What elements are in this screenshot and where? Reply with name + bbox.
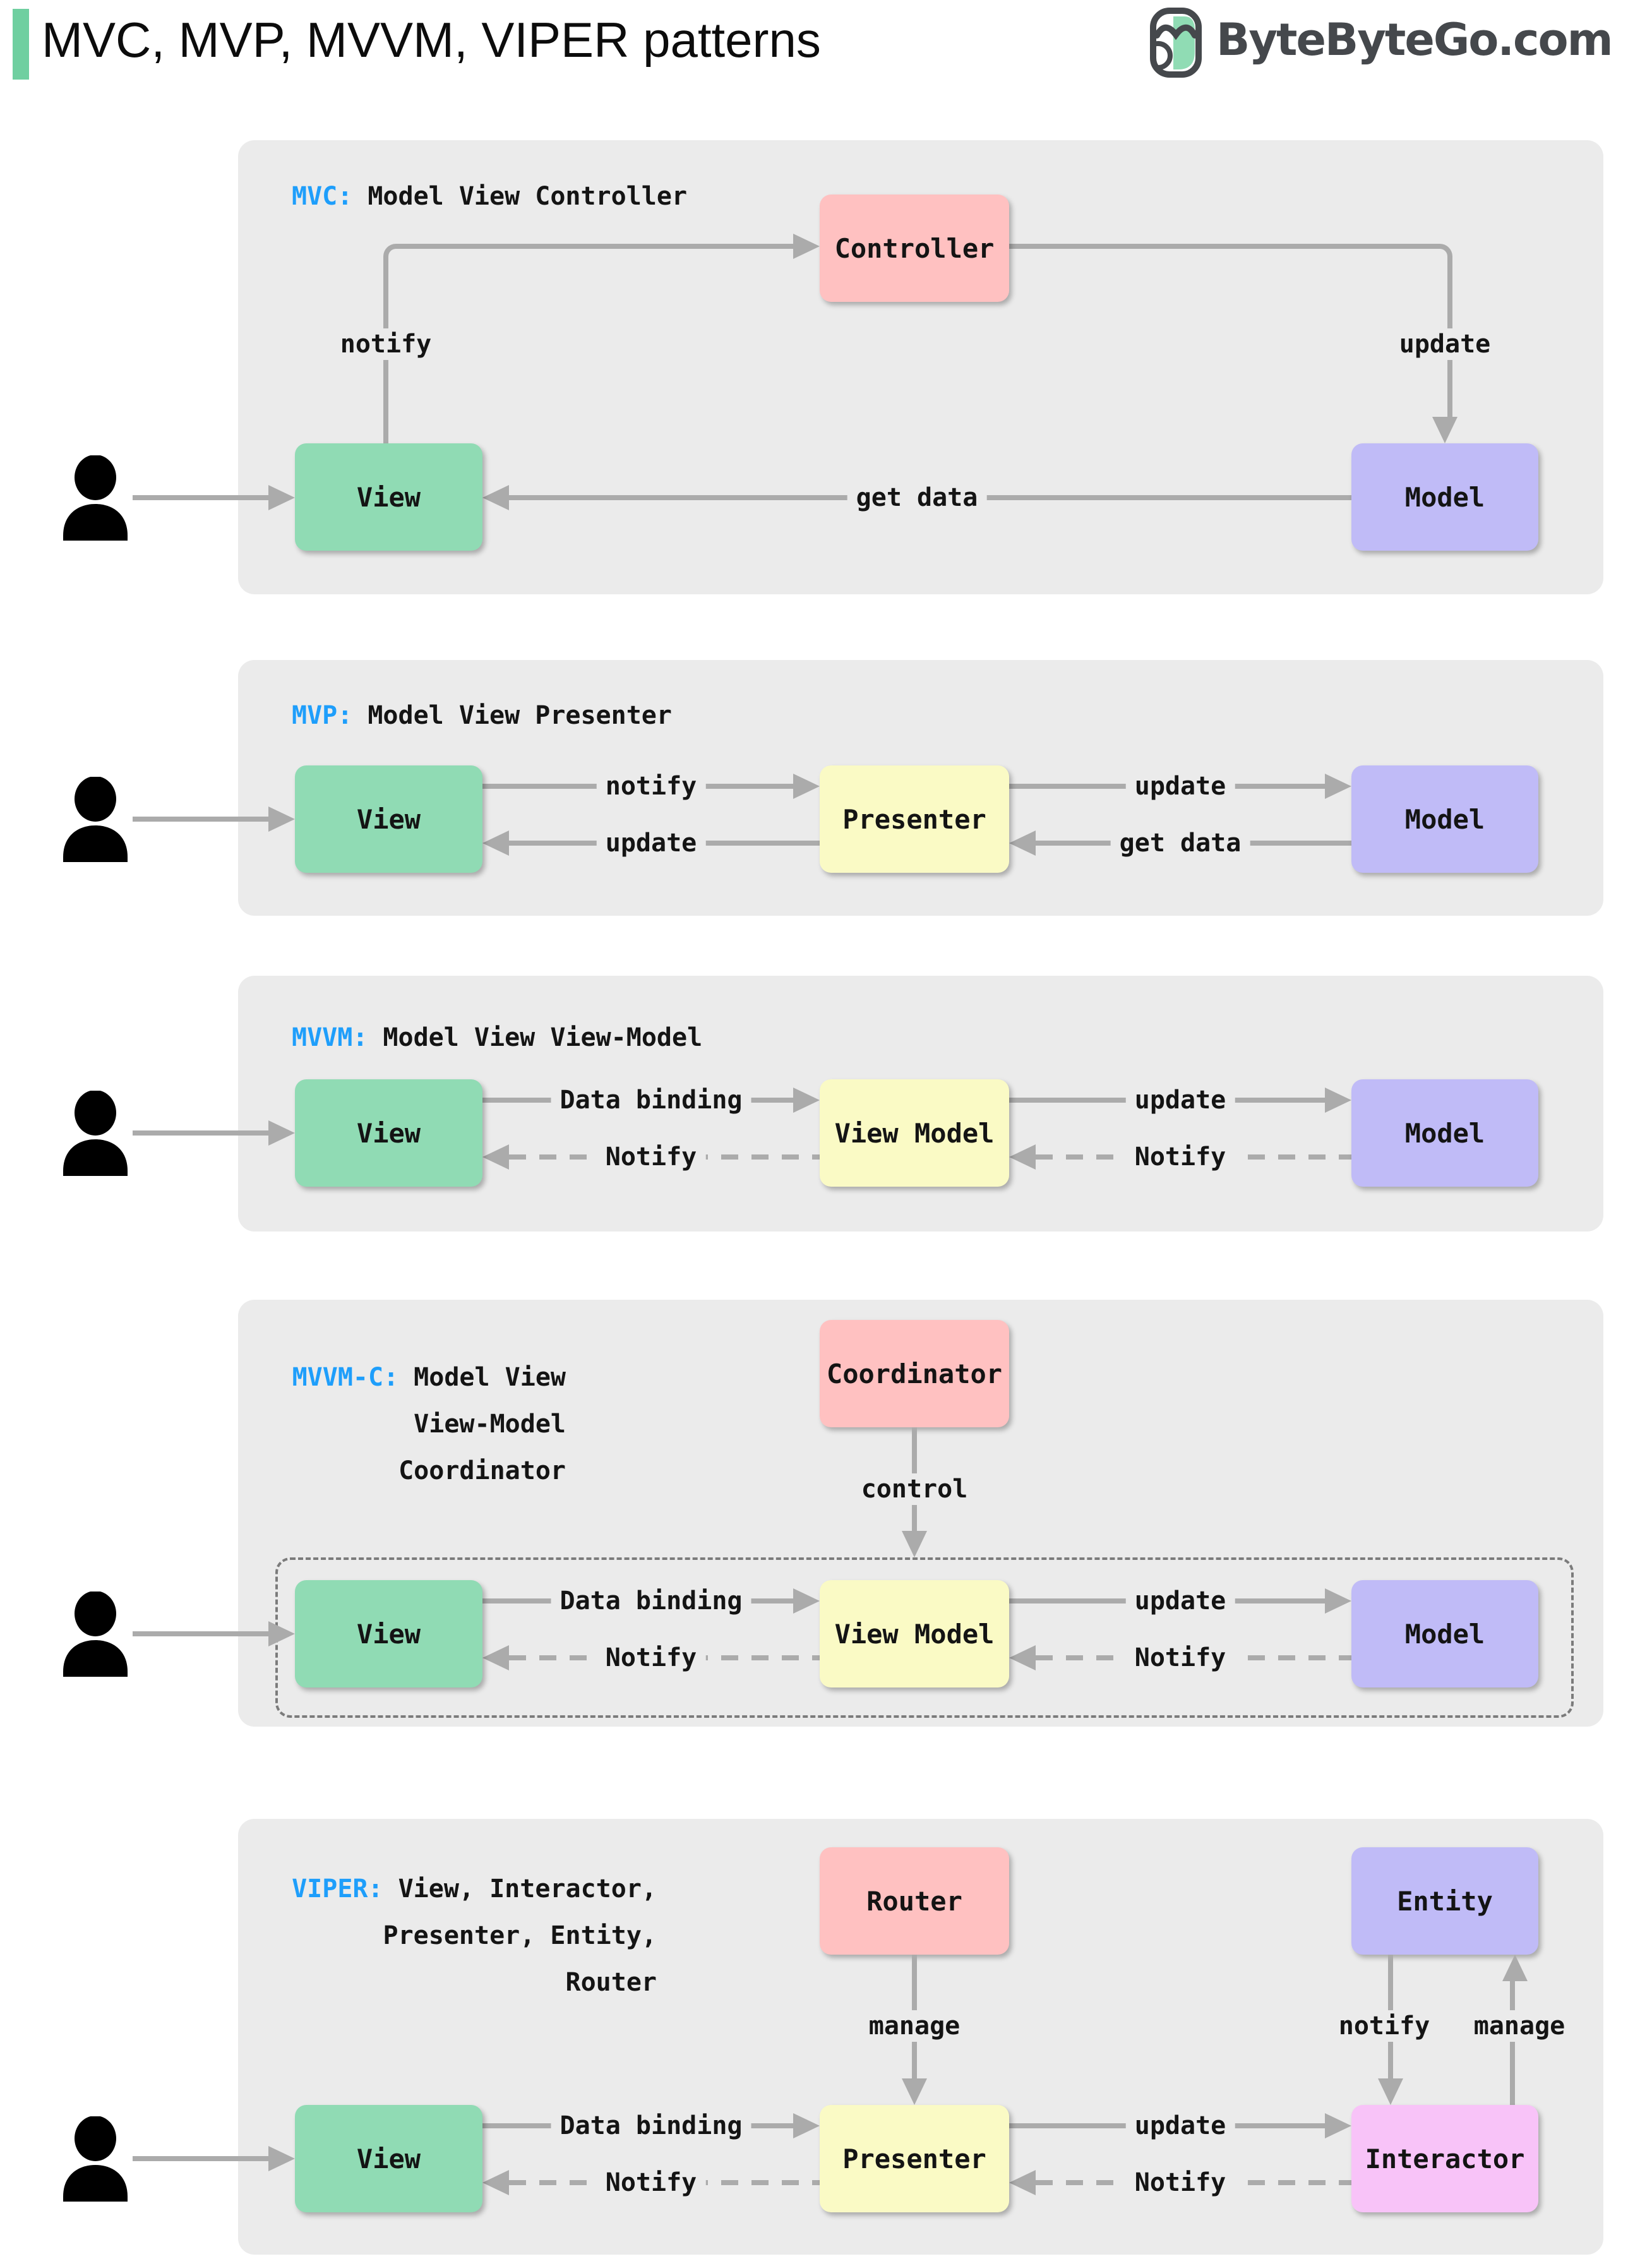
mvvmc-control-label: control [852, 1473, 977, 1505]
box-coordinator: Coordinator [820, 1320, 1009, 1427]
mvvm-notify-viewmodel-label: Notify [1125, 1141, 1235, 1173]
user-icon-mvp [63, 777, 128, 862]
box-presenter-mvp: Presenter [820, 765, 1009, 873]
arrowhead-into-viewmodel-c [793, 1588, 820, 1614]
arrowhead-notify-presenter [1009, 2170, 1036, 2195]
arrowhead-control [902, 1531, 927, 1557]
box-model-mvp: Model [1351, 765, 1538, 873]
viper-manage-label: manage [859, 2010, 969, 2042]
user-arrow-line-mvp [133, 817, 268, 822]
user-arrow-line-mvvmc [133, 1631, 268, 1636]
mvvm-title: MVVM:Model View View-Model [292, 1023, 703, 1052]
mvc-update-connector [1009, 244, 1452, 422]
box-viewmodel-mvvmc: View Model [820, 1580, 1009, 1688]
mvp-update-model-label: update [1125, 770, 1235, 802]
mvc-getdata-label: get data [847, 482, 987, 513]
viper-databinding-label: Data binding [551, 2110, 751, 2142]
box-presenter-viper: Presenter [820, 2105, 1009, 2212]
user-icon-viper [63, 2116, 128, 2202]
bytebytego-logo-icon [1150, 8, 1202, 78]
arrowhead-notify-interactor [1378, 2078, 1403, 2105]
arrowhead-into-view-mvp [482, 830, 509, 856]
box-view-mvp: View [295, 765, 482, 873]
arrowhead-into-presenter-back [1009, 830, 1036, 856]
arrowhead-notify-viewmodel [1009, 1144, 1036, 1170]
mvp-update-view-label: update [596, 827, 706, 859]
mvc-update-label: update [1390, 328, 1500, 360]
mvvmc-notify-view-label: Notify [596, 1642, 706, 1674]
arrowhead-manage-entity [1502, 1955, 1528, 1981]
box-view-mvvmc: View [295, 1580, 482, 1688]
box-entity: Entity [1351, 1847, 1538, 1955]
box-router: Router [820, 1847, 1009, 1955]
mvvm-databinding-label: Data binding [551, 1084, 751, 1116]
page-title: MVC, MVP, MVVM, VIPER patterns [42, 12, 821, 68]
arrowhead-into-view [482, 485, 509, 510]
box-view-viper: View [295, 2105, 482, 2212]
brand-name: ByteByteGo.com [1216, 14, 1613, 66]
box-controller: Controller [820, 195, 1009, 302]
arrowhead-into-model-mvp [1325, 774, 1351, 799]
arrowhead-into-controller [793, 234, 820, 259]
mvp-getdata-label: get data [1110, 827, 1250, 859]
arrowhead-notify-view-c [482, 1645, 509, 1670]
arrowhead-into-model-mvvm [1325, 1088, 1351, 1113]
user-icon-mvc [63, 455, 128, 541]
user-icon-mvvmc [63, 1592, 128, 1677]
arrowhead-into-model-c [1325, 1588, 1351, 1614]
user-arrow-line-mvvm [133, 1130, 268, 1136]
box-model-mvvmc: Model [1351, 1580, 1538, 1688]
user-arrow-line-mvc [133, 495, 268, 500]
mvvmc-databinding-label: Data binding [551, 1585, 751, 1617]
mvvm-update-label: update [1125, 1084, 1235, 1116]
viper-notify-view-label: Notify [596, 2167, 706, 2198]
viper-manage-entity-line [1510, 1981, 1515, 2105]
arrowhead-notify-view-viper [482, 2170, 509, 2195]
user-arrowhead-mvvm [268, 1120, 295, 1146]
viper-title: VIPER:View, Interactor, Presenter, Entit… [292, 1874, 657, 1997]
arrowhead-notify-view [482, 1144, 509, 1170]
user-arrow-line-viper [133, 2156, 268, 2161]
box-interactor: Interactor [1351, 2105, 1538, 2212]
mvc-notify-connector [383, 244, 798, 448]
mvvmc-title: MVVM-C:Model View View-Model Coordinator [292, 1363, 566, 1485]
arrowhead-into-viewmodel [793, 1088, 820, 1113]
box-model-mvvm: Model [1351, 1079, 1538, 1187]
box-view-mvc: View [295, 443, 482, 551]
user-arrowhead-mvp [268, 806, 295, 832]
mvc-notify-label: notify [331, 328, 441, 360]
viper-update-label: update [1125, 2110, 1235, 2142]
mvp-title: MVP:Model View Presenter [292, 701, 672, 730]
mvvm-notify-view-label: Notify [596, 1141, 706, 1173]
box-view-mvvm: View [295, 1079, 482, 1187]
box-viewmodel-mvvm: View Model [820, 1079, 1009, 1187]
arrowhead-into-presenter [793, 774, 820, 799]
user-arrowhead-mvc [268, 485, 295, 510]
box-model-mvc: Model [1351, 443, 1538, 551]
arrowhead-notify-viewmodel-c [1009, 1645, 1036, 1670]
arrowhead-into-presenter-viper [793, 2113, 820, 2138]
mvvmc-notify-viewmodel-label: Notify [1125, 1642, 1235, 1674]
arrowhead-into-interactor [1325, 2113, 1351, 2138]
mvc-title: MVC:Model View Controller [292, 182, 688, 211]
viper-notify-entity-label: notify [1329, 2010, 1439, 2042]
user-arrowhead-viper [268, 2146, 295, 2171]
title-accent-bar [13, 9, 29, 80]
arrowhead-into-model [1432, 417, 1457, 443]
mvp-notify-label: notify [596, 770, 706, 802]
viper-manage-entity-label: manage [1464, 2010, 1574, 2042]
user-arrowhead-mvvmc [268, 1621, 295, 1646]
arrowhead-manage-presenter [902, 2078, 927, 2105]
mvvmc-update-label: update [1125, 1585, 1235, 1617]
viper-notify-presenter-label: Notify [1125, 2167, 1235, 2198]
user-icon-mvvm [63, 1091, 128, 1176]
